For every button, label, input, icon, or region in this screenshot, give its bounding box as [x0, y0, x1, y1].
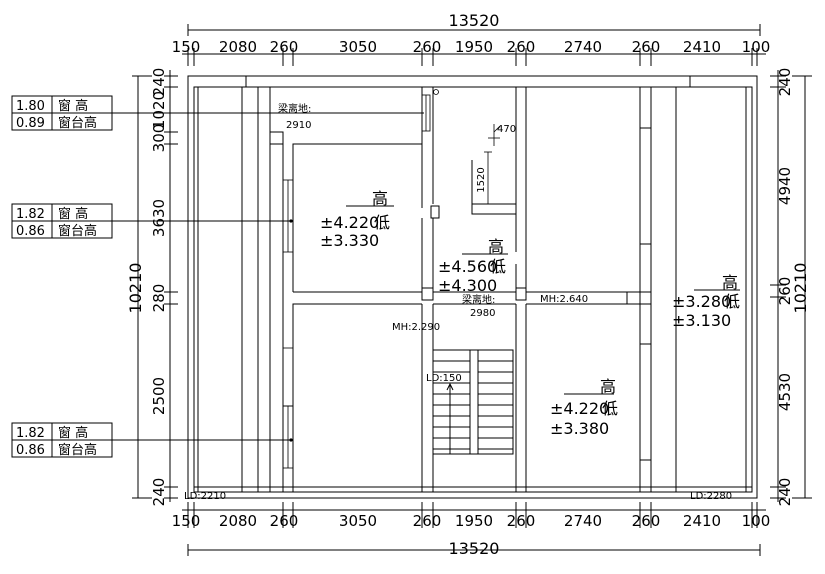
top-seg-3: 3050	[339, 38, 377, 56]
left-seg-0: 240	[150, 68, 168, 97]
top-segment-dimensions: 150 2080 260 3050 260 1950 260 2740 260 …	[172, 38, 771, 66]
window-2-sill-label: 窗台高	[58, 223, 97, 239]
top-seg-0: 150	[172, 38, 201, 56]
staircase	[432, 349, 514, 455]
right-seg-3: 4530	[776, 373, 794, 411]
left-overall-dimension: 10210	[126, 75, 152, 499]
bottom-seg-0: 150	[172, 512, 201, 530]
right-overall-height: 10210	[791, 263, 810, 314]
window-annotation-1: 1.80 窗 高 0.89 窗台高	[11, 95, 424, 131]
room-3-value-2: ±3.130	[672, 311, 731, 330]
room-1-value-2: ±3.330	[320, 231, 379, 250]
window-1-sill-value: 0.89	[16, 116, 45, 131]
mh-label-1: MH:2.290	[392, 322, 440, 333]
bottom-seg-9: 2410	[683, 512, 721, 530]
room-2-value-2: ±4.300	[438, 276, 497, 295]
bottom-segment-dimensions: 150 2080 260 3050 260 1950 260 2740 260 …	[172, 502, 771, 530]
bottom-seg-7: 2740	[564, 512, 602, 530]
right-seg-1: 4940	[776, 167, 794, 205]
right-seg-2: 260	[776, 277, 794, 306]
window-3-height-label: 窗 高	[58, 425, 88, 441]
top-seg-4: 260	[413, 38, 442, 56]
window-3-height-value: 1.82	[16, 426, 45, 441]
beam-1-value: 2910	[286, 120, 311, 131]
room-elevation-2: 高 ±4.560 低 ±4.300	[438, 237, 508, 295]
room-4-low-label: 低	[602, 399, 618, 418]
bottom-seg-8: 260	[632, 512, 661, 530]
ld-stair-label: LD:150	[426, 373, 462, 384]
bottom-seg-1: 2080	[219, 512, 257, 530]
dim-1520-label: 1520	[476, 167, 487, 192]
left-seg-5: 2500	[150, 377, 168, 415]
window-3-sill-value: 0.86	[16, 443, 45, 458]
room-3-high-label: 高	[722, 273, 738, 292]
mh-label-2: MH:2.640	[540, 294, 588, 305]
left-seg-3: 3630	[150, 199, 168, 237]
left-segment-dimensions: 240 1020 300 3630 280 2500 240	[150, 68, 178, 507]
right-overall-dimension: 10210	[791, 75, 812, 499]
window-1-height-value: 1.80	[16, 99, 45, 114]
window-1-sill-label: 窗台高	[58, 115, 97, 131]
room-4-value-2: ±3.380	[550, 419, 609, 438]
bottom-seg-6: 260	[507, 512, 536, 530]
left-seg-4: 280	[150, 284, 168, 313]
right-segment-dimensions: 240 4940 260 4530 240	[770, 68, 794, 507]
bottom-overall-width: 13520	[449, 539, 500, 558]
top-seg-6: 260	[507, 38, 536, 56]
room-2-value-1: ±4.560	[438, 257, 497, 276]
room-3-value-1: ±3.280	[672, 292, 731, 311]
window-annotation-2: 1.82 窗 高 0.86 窗台高	[11, 203, 293, 239]
room-4-high-label: 高	[600, 377, 616, 396]
bottom-seg-10: 100	[742, 512, 771, 530]
left-seg-6: 240	[150, 478, 168, 507]
left-overall-height: 10210	[126, 263, 145, 314]
window-3-sill-label: 窗台高	[58, 442, 97, 458]
window-2-height-label: 窗 高	[58, 206, 88, 222]
window-2-sill-value: 0.86	[16, 224, 45, 239]
window-2-height-value: 1.82	[16, 207, 45, 222]
room-2-high-label: 高	[488, 237, 504, 256]
room-elevation-4: 高 ±4.220 低 ±3.380	[550, 377, 618, 438]
left-seg-1: 1020	[150, 91, 168, 129]
window-1-height-label: 窗 高	[58, 98, 88, 114]
top-seg-5: 1950	[455, 38, 493, 56]
right-seg-4: 240	[776, 478, 794, 507]
room-4-value-1: ±4.220	[550, 399, 609, 418]
room-elevation-3: 高 ±3.280 低 ±3.130	[672, 273, 740, 330]
dim-470-label: 470	[497, 124, 516, 135]
top-seg-1: 2080	[219, 38, 257, 56]
window-annotation-3: 1.82 窗 高 0.86 窗台高	[11, 422, 293, 458]
top-seg-7: 2740	[564, 38, 602, 56]
bottom-seg-3: 3050	[339, 512, 377, 530]
ld-left-label: LD:2210	[184, 491, 226, 502]
window-openings	[282, 89, 439, 469]
top-seg-10: 100	[742, 38, 771, 56]
room-1-low-label: 低	[374, 213, 390, 232]
right-seg-0: 240	[776, 68, 794, 97]
bottom-seg-5: 1950	[455, 512, 493, 530]
beam-2-value: 2980	[470, 308, 495, 319]
small-annotations: 梁离地: 2910 梁离地: 2980 MH:2.290 MH:2.640 LD…	[184, 102, 732, 502]
bottom-seg-2: 260	[270, 512, 299, 530]
bottom-overall-dimension: 13520	[187, 539, 761, 558]
room-2-low-label: 低	[490, 257, 506, 276]
room-1-value-1: ±4.220	[320, 213, 379, 232]
room-elevation-1: 高 ±4.220 低 ±3.330	[320, 189, 394, 250]
left-seg-2: 300	[150, 124, 168, 153]
beam-2-label: 梁离地:	[462, 293, 495, 306]
top-overall-dimension: 13520	[187, 11, 761, 36]
top-seg-2: 260	[270, 38, 299, 56]
top-seg-9: 2410	[683, 38, 721, 56]
ld-right-label: LD:2280	[690, 491, 732, 502]
top-seg-8: 260	[632, 38, 661, 56]
top-overall-width: 13520	[449, 11, 500, 30]
room-1-high-label: 高	[372, 189, 388, 208]
room-3-low-label: 低	[724, 292, 740, 311]
beam-1-label: 梁离地:	[278, 102, 311, 115]
bottom-seg-4: 260	[413, 512, 442, 530]
